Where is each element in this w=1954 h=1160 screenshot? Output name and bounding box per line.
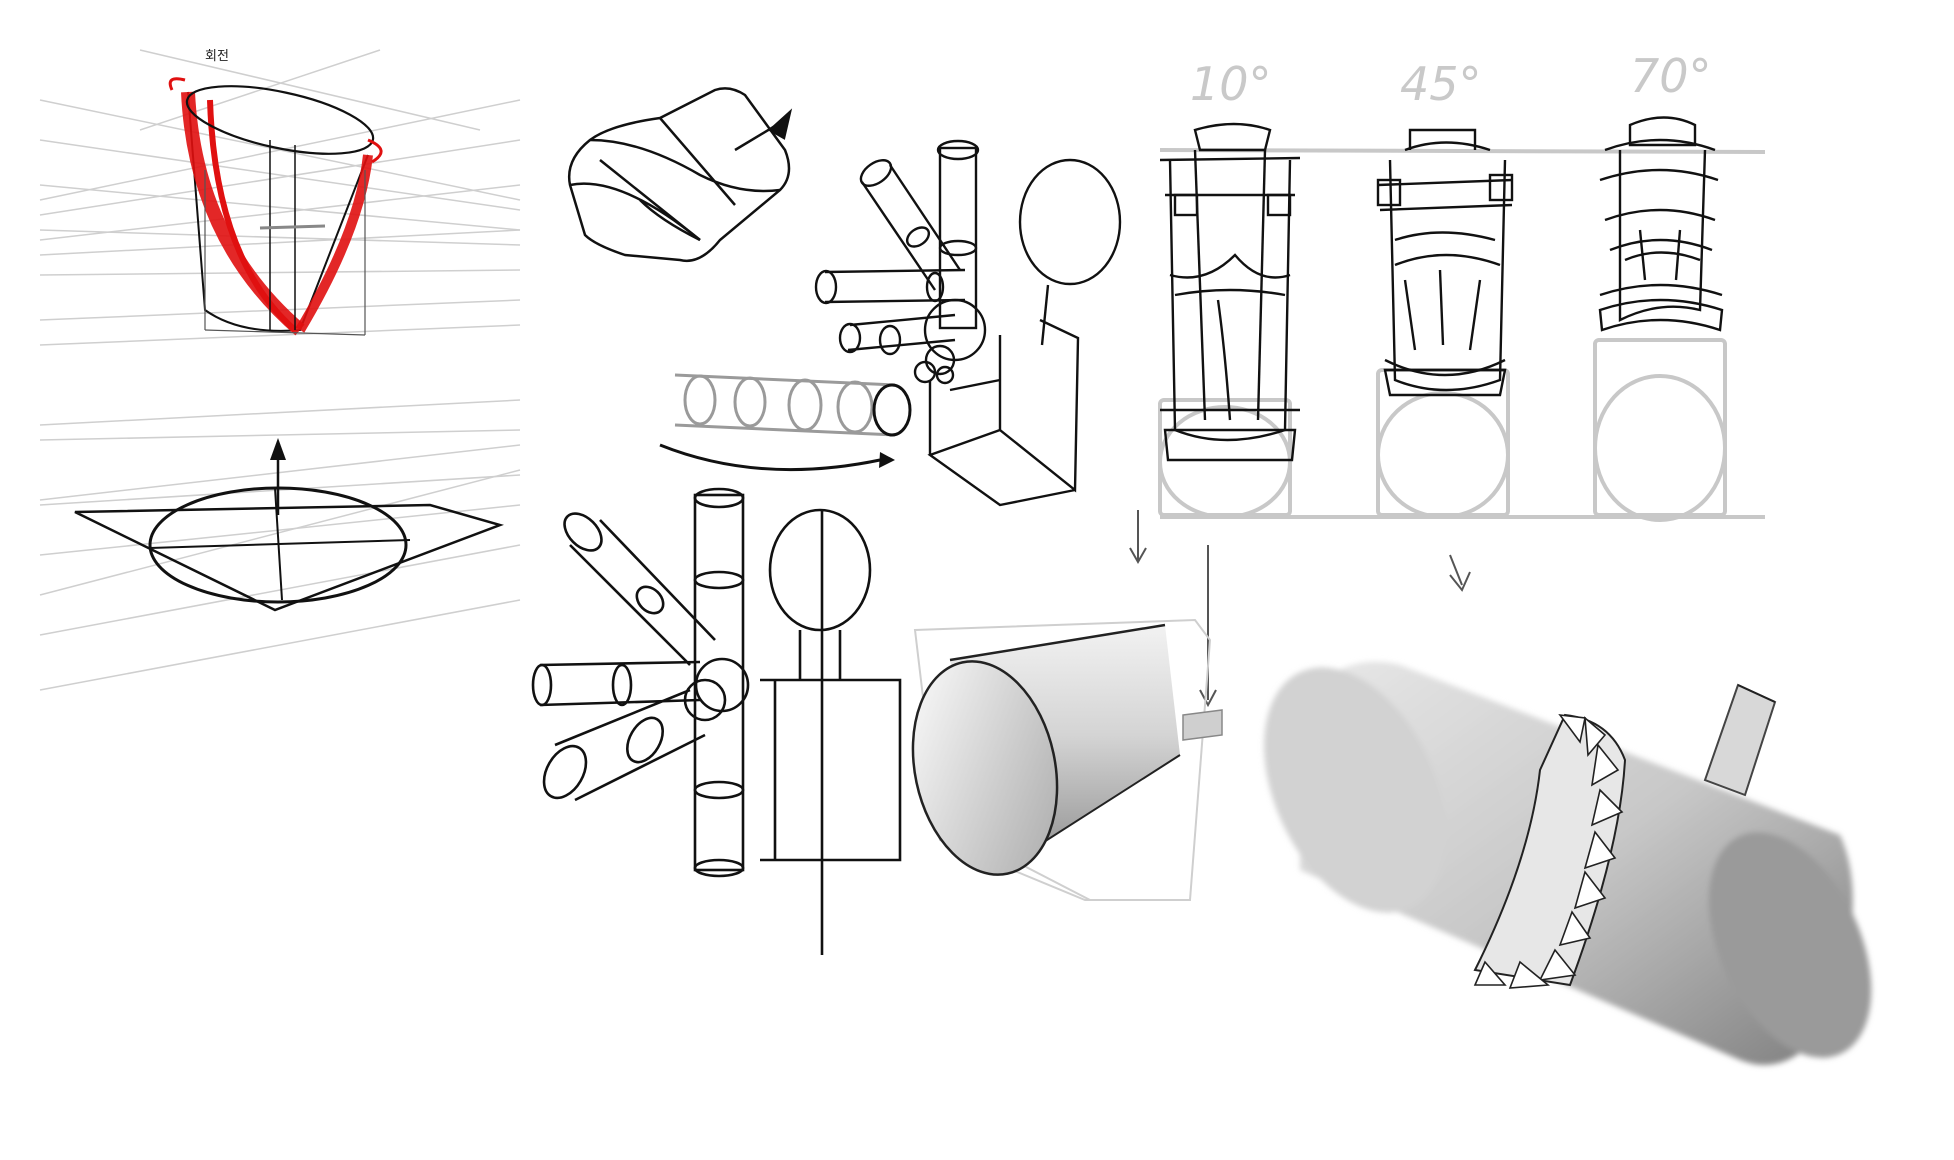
cylinder-arm-sketch-upper — [814, 139, 1122, 507]
armor-sketch-45 — [1376, 128, 1514, 397]
ellipse-on-plane — [74, 438, 504, 612]
rendered-cylinder-with-band — [1264, 661, 1872, 1065]
angle-labels: 10° 45° 70° — [1190, 49, 1712, 111]
angle-label-70: 70° — [1630, 49, 1712, 103]
arrow-right-icon — [767, 108, 793, 140]
rounded-box-sketch — [567, 87, 793, 263]
perspective-sketch-top — [39, 49, 521, 346]
perspective-sketch-bottom — [39, 399, 521, 691]
rotated-cylinder-sketch: 회전 — [168, 49, 383, 336]
angle-label-10: 10° — [1190, 57, 1272, 111]
motion-arrow-icon — [879, 452, 895, 468]
motion-tubes-sketch — [659, 373, 912, 472]
decorative-band — [1473, 713, 1624, 989]
arrow-up-icon — [270, 438, 286, 460]
rotation-note: 회전 — [205, 49, 229, 64]
angle-guides — [1158, 148, 1766, 522]
cylinder-arm-sketch-lower — [531, 487, 902, 955]
angle-label-45: 45° — [1400, 57, 1482, 111]
shaded-cylinder-in-box — [911, 618, 1223, 901]
armor-sketch-10 — [1159, 122, 1301, 462]
armor-sketch-70 — [1598, 116, 1724, 332]
